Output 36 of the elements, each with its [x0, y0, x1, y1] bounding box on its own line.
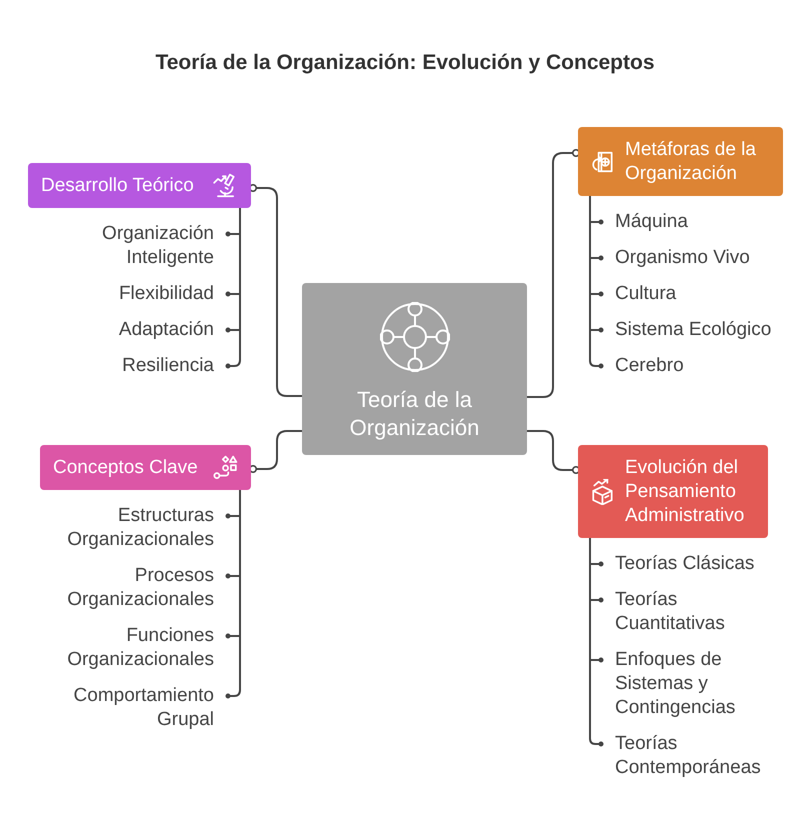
item-label: Flexibilidad: [118, 282, 214, 306]
item-label: Cultura: [615, 282, 676, 306]
connector-line: [226, 208, 241, 368]
central-topic-box: [302, 283, 527, 455]
connector-line: [527, 430, 580, 474]
item-label: Teorías Clásicas: [615, 552, 754, 576]
category-title: Conceptos Clave: [53, 456, 198, 480]
item-label: Estructuras Organizacionales: [66, 504, 214, 552]
item-label: Comportamiento Grupal: [72, 684, 214, 732]
item-label: Máquina: [615, 210, 688, 234]
category-title: Evolución del Pensamiento Administrativo: [625, 456, 746, 528]
connector-line: [249, 184, 302, 397]
connector-line: [589, 196, 604, 368]
connector-line: [589, 538, 604, 746]
category-box: [28, 163, 251, 208]
item-label: Teorías Cuantitativas: [615, 588, 726, 636]
category-box: [578, 127, 783, 196]
item-label: Enfoques de Sistemas y Contingencias: [615, 648, 736, 720]
item-label: Organismo Vivo: [615, 246, 750, 270]
item-label: Resiliencia: [122, 354, 214, 378]
category-box: [578, 445, 768, 538]
connector-line: [226, 490, 241, 698]
item-label: Teorías Contemporáneas: [615, 732, 762, 780]
topic-title: Teoría de la Organización: [348, 386, 480, 442]
item-label: Organización Inteligente: [101, 222, 214, 270]
item-label: Adaptación: [118, 318, 214, 342]
category-title: Desarrollo Teórico: [41, 174, 194, 198]
category-title: Metáforas de la Organización: [625, 138, 757, 186]
item-label: Sistema Ecológico: [615, 318, 772, 342]
diagram-title: Teoría de la Organización: Evolución y Conceptos: [155, 51, 655, 75]
item-label: Cerebro: [615, 354, 684, 378]
connector-line: [249, 430, 302, 473]
category-box: [40, 445, 251, 490]
item-label: Funciones Organizacionales: [66, 624, 214, 672]
item-label: Procesos Organizacionales: [66, 564, 214, 612]
connector-line: [527, 149, 580, 398]
